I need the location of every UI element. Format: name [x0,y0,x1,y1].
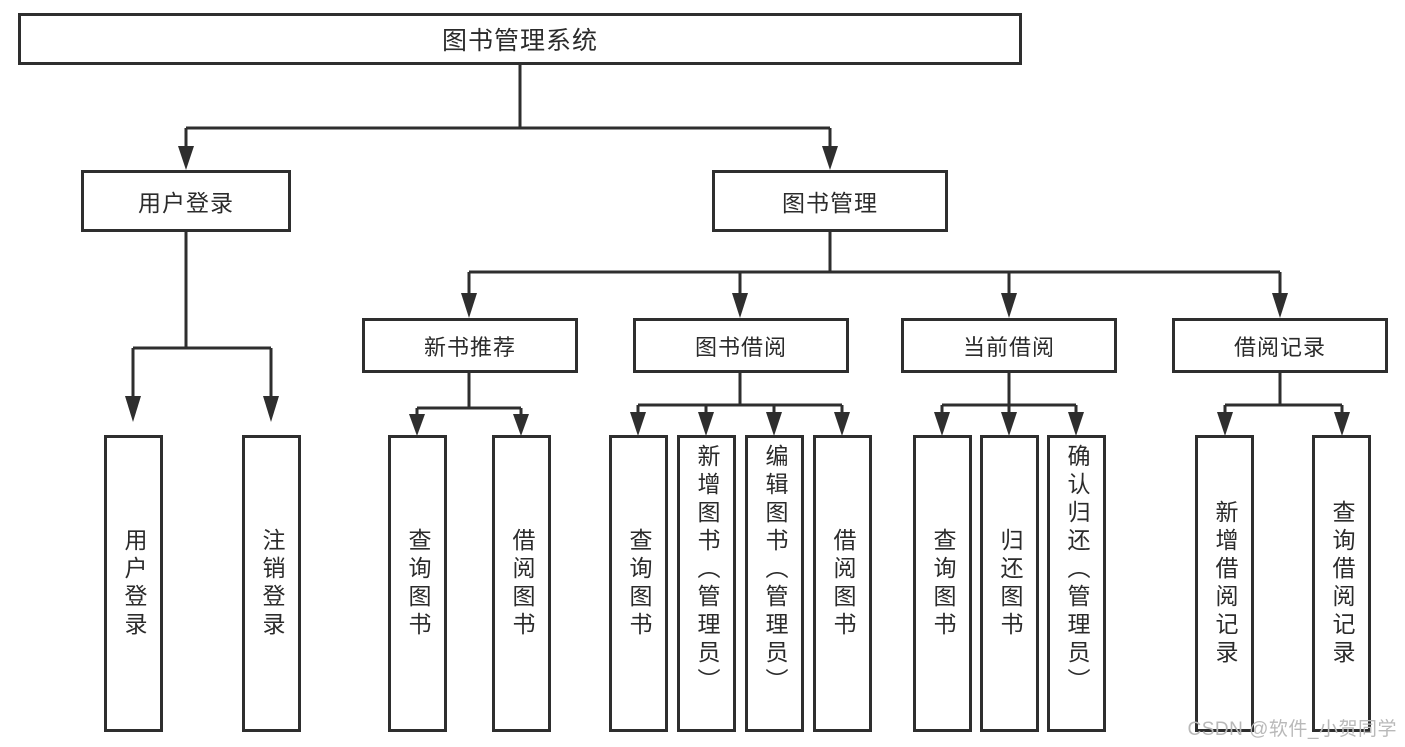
arrowhead-current-l1 [934,412,950,436]
leaf-borrow-edit-book-admin[interactable]: 编辑图书（管理员） [745,435,804,732]
leaf-borrow-borrow-book[interactable]: 借阅图书 [813,435,872,732]
arrowhead-record-l1 [1217,412,1233,436]
leaf-record-query-borrow-record[interactable]: 查询借阅记录 [1312,435,1371,732]
arrowhead-current-l2 [1001,412,1017,436]
arrowhead-current-l3 [1068,412,1084,436]
arrowhead-new-l2 [513,414,529,436]
node-root-book-management-system[interactable]: 图书管理系统 [18,13,1022,65]
csdn-watermark: CSDN @软件_小贺同学 [1187,719,1397,740]
arrowhead-book-to-borrow [732,293,748,318]
arrowhead-borrow-l3 [766,412,782,436]
node-borrow-record[interactable]: 借阅记录 [1172,318,1388,373]
arrowhead-borrow-l1 [630,412,646,436]
arrowhead-book-to-new [461,293,477,318]
arrowhead-borrow-l2 [698,412,714,436]
arrowhead-book-to-current [1001,293,1017,318]
leaf-user-login[interactable]: 用户登录 [104,435,163,732]
leaf-borrow-add-book-admin[interactable]: 新增图书（管理员） [677,435,736,732]
node-current-borrow[interactable]: 当前借阅 [901,318,1117,373]
leaf-borrow-query-book[interactable]: 查询图书 [609,435,668,732]
leaf-record-add-borrow-record[interactable]: 新增借阅记录 [1195,435,1254,732]
node-book-borrow[interactable]: 图书借阅 [633,318,849,373]
arrowhead-root-to-book [822,146,838,170]
leaf-new-query-book[interactable]: 查询图书 [388,435,447,732]
arrowhead-new-l1 [409,414,425,436]
arrowhead-user-leaf2 [263,396,279,422]
arrowhead-user-leaf1 [125,396,141,422]
leaf-current-query-book[interactable]: 查询图书 [913,435,972,732]
leaf-user-logout[interactable]: 注销登录 [242,435,301,732]
arrowhead-record-l2 [1334,412,1350,436]
leaf-current-confirm-return-admin[interactable]: 确认归还（管理员） [1047,435,1106,732]
leaf-current-return-book[interactable]: 归还图书 [980,435,1039,732]
node-user-login[interactable]: 用户登录 [81,170,291,232]
arrowhead-borrow-l4 [834,412,850,436]
arrowhead-book-to-record [1272,293,1288,318]
leaf-new-borrow-book[interactable]: 借阅图书 [492,435,551,732]
node-book-management[interactable]: 图书管理 [712,170,948,232]
node-new-book-recommend[interactable]: 新书推荐 [362,318,578,373]
arrowhead-root-to-user [178,146,194,170]
